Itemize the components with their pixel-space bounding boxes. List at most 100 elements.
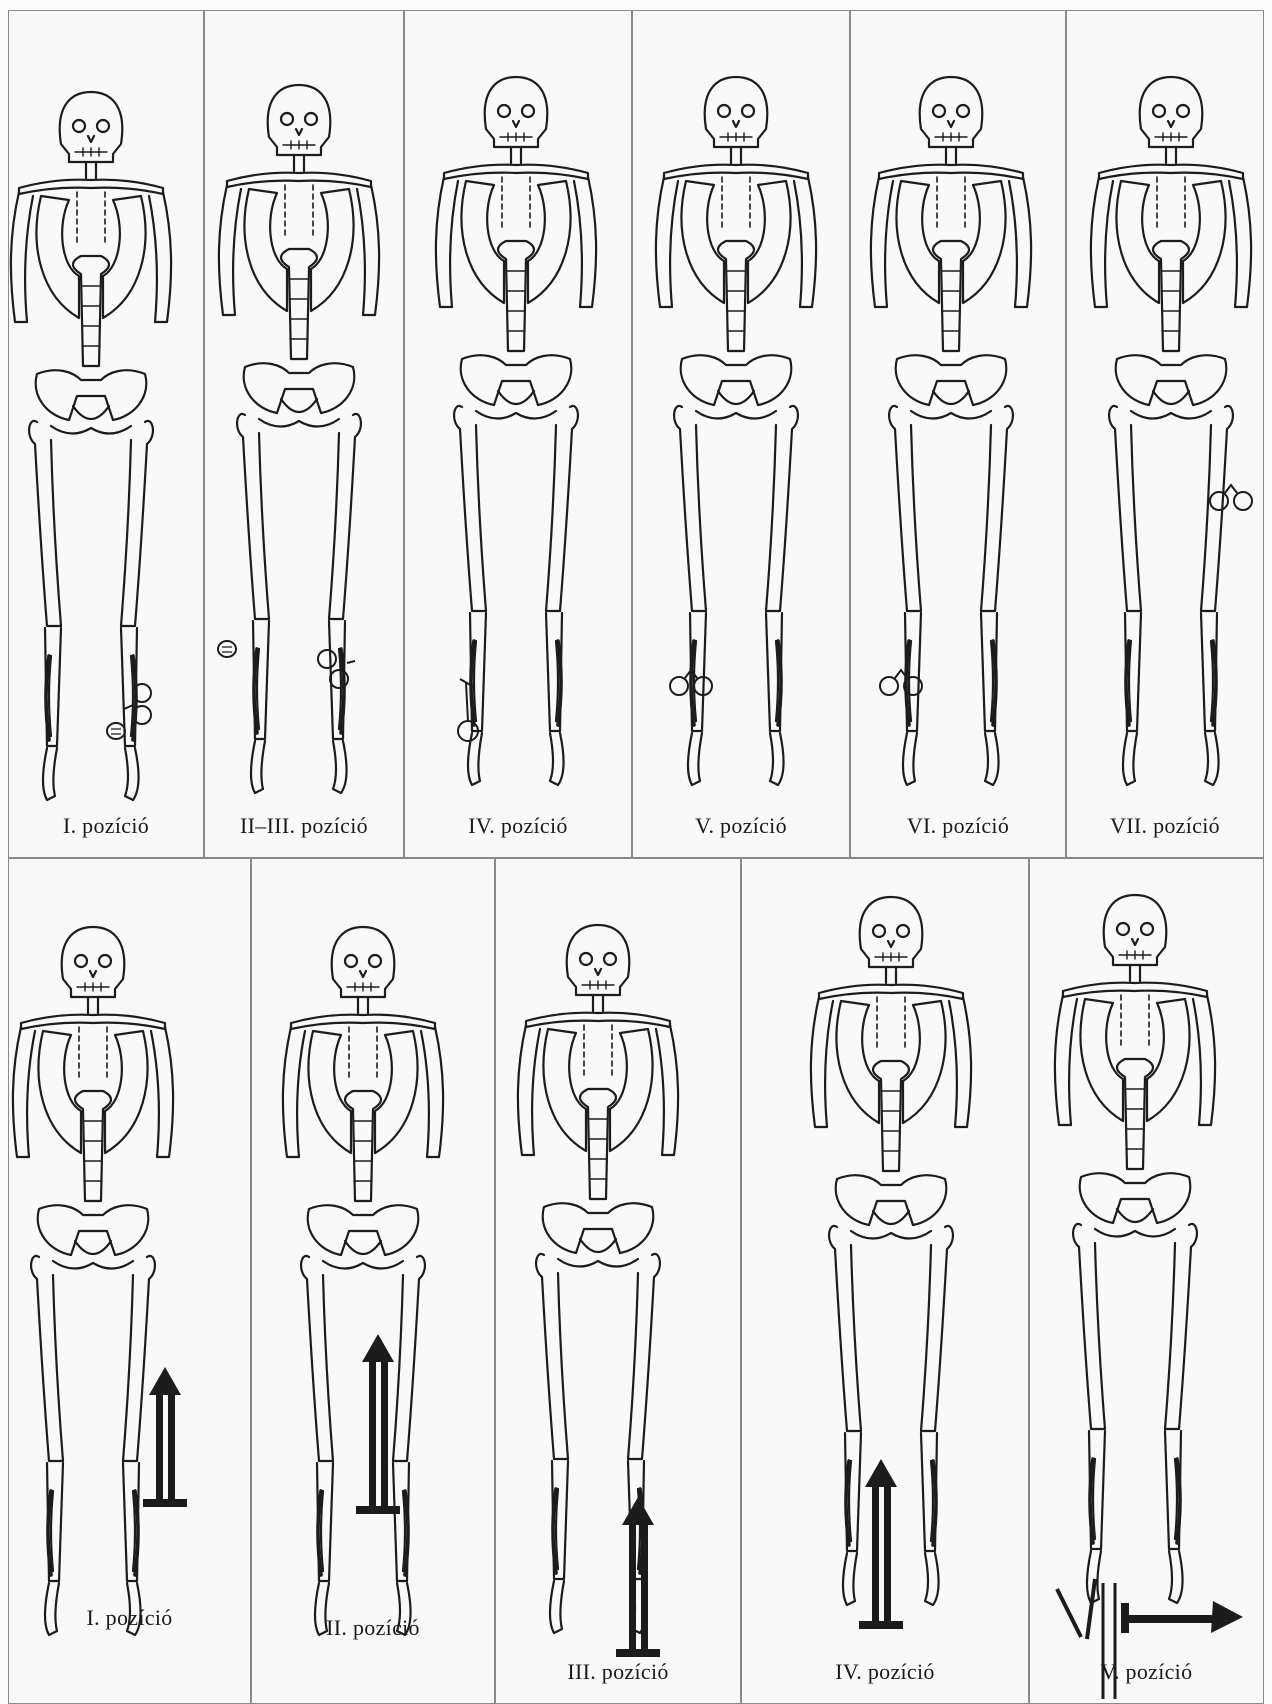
rib-cage-right [311, 189, 353, 311]
pelvis [36, 370, 147, 420]
bottom-row-panel: V. pozíció [1029, 858, 1264, 1704]
right-femur [1201, 406, 1233, 611]
sternum [79, 1027, 107, 1081]
right-foot [925, 1553, 939, 1605]
eye-socket [957, 105, 969, 117]
left-arm [656, 177, 678, 307]
pubic-arch [53, 1261, 133, 1269]
bottom-row-panel: II. pozíció [251, 858, 495, 1704]
sternum [77, 192, 105, 246]
rib-cage-left [245, 189, 287, 311]
eye-socket [580, 953, 592, 965]
right-femur [921, 1226, 953, 1431]
sternum [349, 1027, 377, 1081]
right-foot [1169, 1551, 1183, 1603]
right-arm [794, 177, 816, 307]
nose [90, 971, 96, 977]
vertebrae [507, 271, 525, 331]
left-femur [1073, 1224, 1105, 1429]
sacrum [498, 391, 534, 404]
nose [1168, 121, 1174, 127]
sacrum [345, 1241, 381, 1254]
neck [1130, 965, 1140, 981]
vertebrae [942, 271, 960, 331]
position-caption: III. pozíció [496, 1659, 740, 1685]
rib-cage-left [39, 1031, 81, 1153]
right-arm [151, 1027, 173, 1157]
panel-drawing [252, 859, 495, 1704]
right-foot [125, 748, 139, 800]
vertebrae [727, 271, 745, 331]
right-arm [574, 177, 596, 307]
pelvis [543, 1203, 654, 1253]
pelvis [461, 355, 572, 405]
panel-drawing [405, 11, 632, 858]
panel-drawing [1067, 11, 1264, 858]
top-row-panel: II–III. pozíció [204, 10, 404, 858]
right-femur [546, 406, 578, 611]
pubic-arch [851, 1231, 931, 1239]
pelvis [836, 1175, 947, 1225]
panel-drawing [496, 859, 741, 1704]
sacrum [580, 1239, 616, 1252]
shoulder-girdle [664, 165, 808, 179]
eye-socket [369, 955, 381, 967]
nose [88, 136, 94, 142]
rib-cage-left [462, 181, 504, 303]
right-femur [329, 414, 361, 619]
panel-drawing [205, 11, 404, 858]
sacrum [75, 1241, 111, 1254]
skeleton-figure [11, 92, 171, 800]
shoulder-girdle [526, 1013, 670, 1027]
bottom-row-panel: III. pozíció [495, 858, 741, 1704]
skeleton-figure [283, 927, 443, 1635]
nose [888, 941, 894, 947]
left-femur [454, 406, 486, 611]
left-foot [903, 733, 917, 785]
spectacle-ring-icon [1210, 485, 1252, 510]
sacrum [718, 391, 754, 404]
right-femur [123, 1256, 155, 1461]
left-femur [536, 1254, 568, 1459]
right-foot [985, 733, 999, 785]
left-arm [1055, 995, 1077, 1125]
panel-drawing [851, 11, 1066, 858]
pot-bowl-icon [218, 641, 355, 688]
vertebrae [589, 1119, 607, 1179]
right-arm [1229, 177, 1251, 307]
position-caption: IV. pozíció [742, 1659, 1028, 1685]
teeth [347, 983, 379, 991]
left-arm [436, 177, 458, 307]
right-femur [121, 421, 153, 626]
pubic-arch [911, 411, 991, 419]
left-arm [11, 192, 33, 322]
sacrum [873, 1211, 909, 1224]
rib-cage-left [837, 1001, 879, 1123]
eye-socket [73, 120, 85, 132]
rib-cage-right [903, 1001, 945, 1123]
neck [88, 997, 98, 1013]
sternum [584, 1025, 612, 1079]
nose [1132, 939, 1138, 945]
position-caption: II. pozíció [252, 1615, 494, 1641]
sacrum [1117, 1209, 1153, 1222]
teeth [1119, 951, 1151, 959]
left-foot [843, 1553, 857, 1605]
neck [511, 147, 521, 163]
rib-cage-left [897, 181, 939, 303]
rib-cage-right [528, 181, 570, 303]
left-arm [283, 1027, 305, 1157]
shoulder-girdle [21, 1015, 165, 1029]
pelvis [896, 355, 1007, 405]
pubic-arch [259, 419, 339, 427]
rib-cage-right [103, 196, 145, 318]
left-arm [518, 1025, 540, 1155]
right-arm [656, 1025, 678, 1155]
panel-drawing [742, 859, 1029, 1704]
neck [886, 967, 896, 983]
eye-socket [897, 925, 909, 937]
pelvis [681, 355, 792, 405]
right-arm [949, 997, 971, 1127]
teeth [1155, 133, 1187, 141]
